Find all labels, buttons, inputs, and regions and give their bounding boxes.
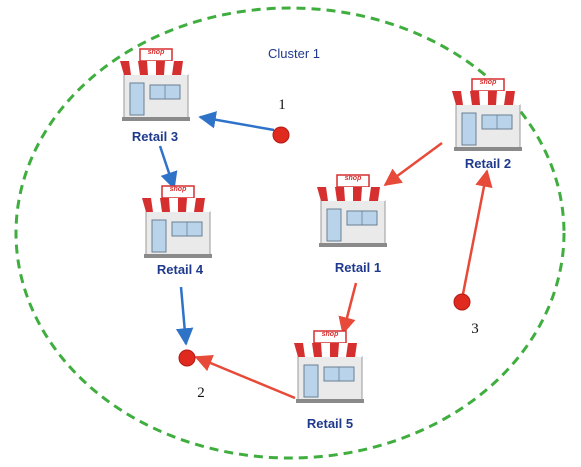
shop-icon <box>293 330 367 404</box>
cluster-label: Cluster 1 <box>268 46 320 61</box>
arrow-retail4-to-point2 <box>175 286 194 346</box>
retail-label: Retail 2 <box>465 156 511 171</box>
arrow-retail5-to-point2 <box>194 354 296 400</box>
retail-2-node: shop Retail 2 <box>451 78 525 171</box>
retail-label: Retail 1 <box>335 260 381 275</box>
retail-label: Retail 3 <box>132 129 178 144</box>
arrow-point3-to-retail2 <box>461 169 493 295</box>
point-marker <box>272 126 290 144</box>
shop-sign-text: shop <box>345 175 362 182</box>
point-marker <box>453 293 471 311</box>
retail-5-node: shop Retail 5 <box>293 330 367 431</box>
point-1-node: 1 <box>272 97 290 144</box>
point-2-node: 2 <box>178 349 205 401</box>
shop-icon <box>141 185 215 259</box>
shop-sign-text: shop <box>322 331 339 338</box>
retail-1-node: shop Retail 1 <box>316 174 390 275</box>
arrow-retail1-to-retail5 <box>338 282 358 335</box>
point-marker <box>178 349 196 367</box>
retail-label: Retail 4 <box>157 262 204 277</box>
retail-label: Retail 5 <box>307 416 353 431</box>
retail-3-node: shop Retail 3 <box>119 48 193 144</box>
shop-sign-text: shop <box>480 79 497 86</box>
shop-icon <box>119 48 193 122</box>
arrow-retail3-to-retail4 <box>158 145 178 190</box>
arrow-point1-to-retail3 <box>198 111 275 132</box>
point-label: 1 <box>278 97 286 113</box>
point-label: 3 <box>471 321 479 337</box>
point-label: 2 <box>197 385 205 401</box>
shop-icon <box>316 174 390 248</box>
shop-sign-text: shop <box>148 49 165 56</box>
retail-4-node: shop Retail 4 <box>141 185 215 277</box>
point-3-node: 3 <box>453 293 479 337</box>
cluster-boundary <box>14 6 566 460</box>
shop-icon <box>451 78 525 152</box>
arrow-retail2-to-retail1 <box>383 141 443 187</box>
shop-sign-text: shop <box>170 186 187 193</box>
